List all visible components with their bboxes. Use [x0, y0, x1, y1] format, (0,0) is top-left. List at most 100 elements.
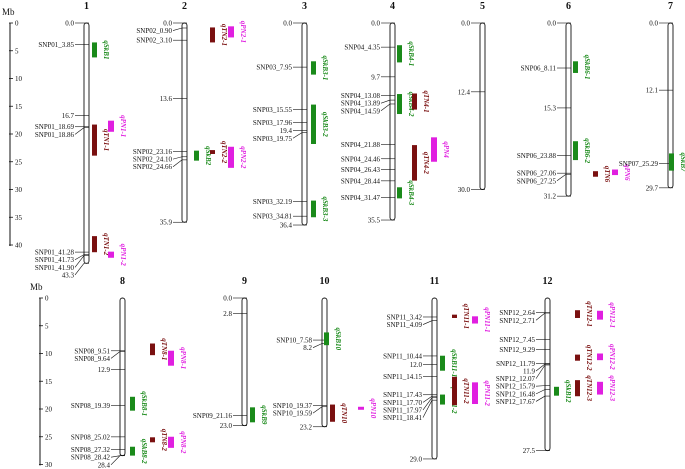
chromosome-8: 8SNP08_9.51SNP08_9.6412.9SNP08_19.39SNP0…	[71, 276, 187, 469]
chromosome-number: 6	[566, 1, 571, 12]
position-label: 12.4	[458, 88, 471, 96]
snp-marker-label: SNP12_7.45	[499, 336, 535, 344]
qtl-qskb9: qSkB9	[250, 405, 268, 425]
qtl-qtn8-1: qTN8-1	[150, 338, 168, 360]
qtl-qskb2: qSkB2	[194, 146, 212, 166]
marker-leader	[74, 255, 85, 268]
chromosome-number: 10	[320, 276, 330, 287]
qtl-label: qPN4	[442, 141, 450, 158]
qtl-qpn12-2: qPN12-2	[597, 344, 616, 370]
snp-marker-label: SNP03_15.55	[253, 106, 293, 114]
qtl-qpn11-1: qPN11-1	[472, 307, 491, 333]
snp-marker-label: SNP08_28.42	[71, 454, 111, 462]
qtl-qtn10: qTN10	[330, 403, 348, 424]
qtl-label: qPN2-2	[239, 146, 247, 169]
position-label: 0.0	[65, 20, 74, 28]
snp-marker-label: SNP04_14.59	[341, 107, 381, 115]
qtl-bar	[250, 407, 255, 423]
qtl-qpn2-2: qPN2-2	[228, 146, 247, 169]
chromosome-6: 60.0SNP06_8.1115.3SNP06_23.88SNP06_27.06…	[517, 1, 631, 201]
qtl-bar	[92, 236, 97, 253]
ruler-tick-label: 20	[15, 131, 23, 139]
marker-leader	[292, 132, 303, 139]
chromosome-number: 5	[480, 1, 485, 12]
qtl-label: qTN2-2	[220, 141, 228, 164]
qtl-qtn12-1: qTN12-1	[575, 301, 593, 327]
position-label: 23.0	[220, 422, 233, 430]
qtl-qskb8-1: qSkB8-1	[130, 391, 148, 416]
position-label: 0.0	[283, 20, 292, 28]
marker-leader	[380, 103, 391, 112]
snp-marker-label: SNP12_17.67	[496, 398, 536, 406]
snp-marker-label: SNP03_34.81	[253, 213, 293, 221]
qtl-qpn12-1: qPN12-1	[597, 302, 616, 328]
qtl-label: qPN1-2	[119, 244, 127, 267]
qtl-bar	[612, 169, 618, 176]
qtl-label: qTN1-1	[102, 129, 110, 151]
qtl-bar	[168, 350, 174, 366]
marker-leader	[312, 406, 323, 414]
qtl-bar	[108, 120, 114, 132]
chromosome-bar	[389, 22, 396, 221]
ruler-tick-label: 20	[45, 406, 53, 414]
chromosome-bar	[321, 297, 328, 428]
chromosome-bar	[479, 22, 486, 190]
position-label: 9.7	[371, 73, 380, 81]
snp-marker-label: SNP10_19.37	[273, 402, 313, 410]
ruler-tick-label: 10	[15, 75, 23, 83]
qtl-bar	[311, 200, 316, 218]
snp-marker-label: SNP11_4.09	[387, 321, 423, 329]
snp-marker-label: SNP02_3.10	[136, 37, 172, 45]
qtl-label: qTN1-2	[102, 233, 110, 256]
position-label: 29.0	[410, 455, 423, 463]
qtl-bar	[440, 355, 445, 371]
qtl-qskb3-1: qSkB3-1	[311, 56, 329, 80]
snp-marker-label: SNP01_41.73	[35, 256, 75, 264]
snp-marker-label: SNP01_41.28	[35, 249, 75, 257]
chromosome-bar	[431, 297, 438, 460]
qtl-label: qSkB3-3	[321, 196, 329, 221]
qtl-label: qPN6	[623, 164, 631, 181]
chromosome-bar	[565, 22, 572, 197]
qtl-qskb10: qSkB10	[324, 328, 342, 351]
snp-marker-label: SNP12_9.29	[499, 346, 535, 354]
ruler-tick-label: 40	[15, 242, 23, 250]
qtl-label: qTN12-3	[585, 375, 593, 401]
qtl-label: qPN1-1	[119, 115, 127, 137]
chromosome-10: 10SNP10_7.588.2SNP10_19.37SNP10_19.5923.…	[273, 276, 377, 431]
marker-leader	[74, 263, 85, 276]
qtl-qpn10: qPN10	[358, 398, 377, 419]
marker-leader	[422, 397, 433, 411]
qtl-qtn12-2: qTN12-2	[575, 345, 593, 371]
qtl-bar	[472, 382, 478, 405]
snp-marker-label: SNP03_32.19	[253, 198, 293, 206]
position-label: 13.6	[160, 95, 173, 103]
position-label: 16.7	[62, 112, 75, 120]
snp-marker-label: SNP12_15.79	[496, 383, 536, 391]
qtl-qpn2-1: qPN2-1	[228, 21, 247, 43]
ruler-tick-label: 35	[15, 214, 23, 222]
snp-marker-label: SNP06_27.25	[517, 177, 557, 185]
snp-marker-label: SNP11_17.97	[383, 406, 422, 414]
qtl-qtn6: qTN6	[593, 166, 611, 183]
chromosome-bar	[83, 22, 90, 264]
position-label: 43.3	[62, 271, 75, 279]
snp-marker-label: SNP11_18.41	[383, 414, 422, 422]
qtl-label: qSkB10	[334, 328, 342, 351]
snp-marker-label: SNP11_17.70	[383, 399, 422, 407]
qtl-label: qPN11-1	[483, 307, 491, 332]
qtl-bar	[330, 404, 335, 422]
position-label: 12.1	[646, 87, 659, 95]
qtl-bar	[597, 381, 603, 395]
snp-marker-label: SNP02_24.66	[133, 163, 173, 171]
qtl-bar	[669, 153, 674, 171]
marker-leader	[535, 363, 546, 372]
qtl-label: qTN4-1	[422, 90, 430, 112]
chromosome-number: 7	[668, 1, 673, 12]
qtl-bar	[228, 26, 234, 38]
ruler-tick-label: 5	[45, 322, 49, 330]
chromosome-number: 4	[390, 1, 395, 12]
qtl-qskb6-2: qSkB6-2	[573, 138, 591, 164]
qtl-bar	[452, 314, 457, 318]
